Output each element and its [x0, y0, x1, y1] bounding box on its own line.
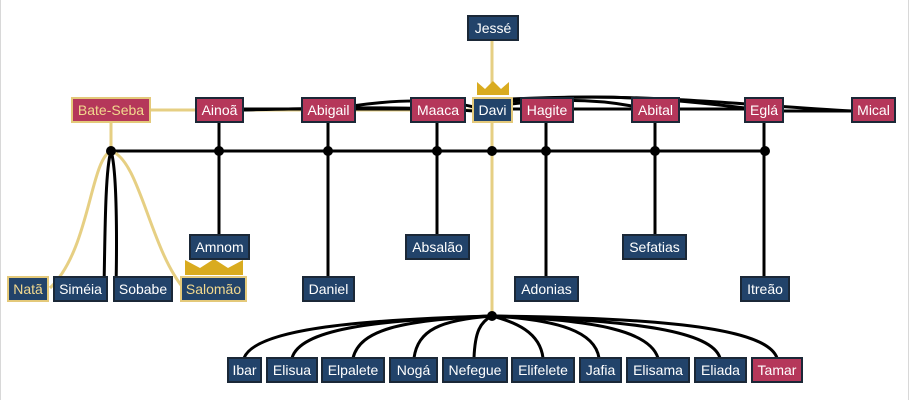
person-adonias[interactable]: Adonias [514, 276, 579, 302]
person-elisua[interactable]: Elisua [266, 357, 318, 383]
person-hagite[interactable]: Hagite [520, 97, 574, 123]
junction-dot-batesheba [106, 146, 116, 156]
crown-icon [185, 259, 243, 275]
junction-dot-concubines [487, 311, 497, 321]
person-eliada[interactable]: Eliada [694, 357, 747, 383]
person-noga[interactable]: Nogá [389, 357, 438, 383]
person-tamar[interactable]: Tamar [751, 357, 803, 383]
curve-simeia [102, 150, 113, 289]
person-elpalete[interactable]: Elpalete [321, 357, 385, 383]
person-amnom[interactable]: Amnom [189, 234, 250, 260]
person-maaca[interactable]: Maaca [410, 97, 466, 123]
person-elifelete[interactable]: Elifelete [511, 357, 575, 383]
person-ainoa[interactable]: Ainoã [195, 97, 244, 123]
curve-nata [48, 149, 112, 290]
person-salomao[interactable]: Salomão [180, 276, 247, 302]
person-elisama[interactable]: Elisama [626, 357, 690, 383]
curve-sobabe [109, 150, 118, 289]
person-mical[interactable]: Mical [851, 97, 896, 123]
person-jafia[interactable]: Jafia [579, 357, 622, 383]
crown-icon [477, 81, 509, 95]
person-ibar[interactable]: Ibar [227, 357, 262, 383]
person-itreao[interactable]: Itreão [740, 276, 790, 302]
person-abigail[interactable]: Abigail [301, 97, 356, 123]
person-jesse[interactable]: Jessé [467, 15, 519, 41]
person-simeia[interactable]: Siméia [53, 276, 108, 302]
person-sefatias[interactable]: Sefatias [622, 234, 687, 260]
person-absalao[interactable]: Absalão [405, 234, 470, 260]
person-davi[interactable]: Davi [472, 97, 513, 123]
person-sobabe[interactable]: Sobabe [113, 276, 173, 302]
person-abital[interactable]: Abital [631, 97, 680, 123]
person-nefegue[interactable]: Nefegue [442, 357, 508, 383]
person-nata[interactable]: Natã [7, 276, 49, 302]
person-daniel[interactable]: Daniel [302, 276, 355, 302]
curve-salomao [110, 149, 187, 291]
person-batesheba[interactable]: Bate-Seba [71, 97, 151, 123]
person-egla[interactable]: Eglá [744, 97, 784, 123]
